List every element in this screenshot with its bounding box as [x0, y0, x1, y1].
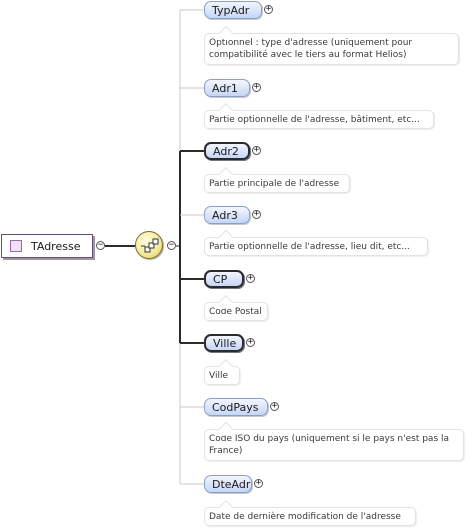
root-type-tadresse[interactable]: TAdresse [1, 234, 93, 258]
documentation-adr3: Partie optionnelle de l'adresse, lieu di… [204, 237, 428, 256]
documentation-ville: Ville [204, 366, 240, 385]
element-cp[interactable]: CP [204, 270, 244, 288]
element-label: DteAdr [212, 477, 251, 491]
expand-button-adr3[interactable]: + [252, 209, 261, 219]
root-collapse-button[interactable]: − [96, 240, 105, 250]
sequence-collapse-button[interactable]: − [167, 240, 176, 250]
expand-button-codpays[interactable]: + [270, 401, 279, 411]
element-label: TypAdr [212, 3, 250, 17]
expand-button-adr1[interactable]: + [252, 82, 261, 92]
expand-button-dteadr[interactable]: + [254, 478, 263, 488]
documentation-dteadr: Date de dernière modification de l'adres… [204, 507, 416, 526]
documentation-typadr: Optionnel : type d'adresse (uniquement p… [204, 33, 459, 65]
element-label: Adr1 [212, 81, 238, 95]
sequence-compositor-icon [141, 238, 159, 253]
expand-button-cp[interactable]: + [246, 273, 255, 283]
expand-button-adr2[interactable]: + [252, 145, 261, 155]
sequence-compositor[interactable] [135, 231, 163, 259]
element-label: CodPays [212, 400, 259, 414]
element-label: Adr3 [212, 208, 238, 222]
element-adr3[interactable]: Adr3 [204, 206, 250, 224]
documentation-codpays: Code ISO du pays (uniquement si le pays … [204, 429, 464, 461]
expand-button-ville[interactable]: + [246, 337, 255, 347]
documentation-adr2: Partie principale de l'adresse [204, 174, 350, 193]
root-type-label: TAdresse [31, 239, 81, 253]
element-dteadr[interactable]: DteAdr [204, 475, 252, 493]
element-typadr[interactable]: TypAdr [204, 1, 262, 19]
element-adr2[interactable]: Adr2 [204, 142, 250, 160]
element-ville[interactable]: Ville [204, 334, 244, 352]
element-adr1[interactable]: Adr1 [204, 79, 250, 97]
element-codpays[interactable]: CodPays [204, 398, 268, 416]
complex-type-icon [10, 240, 22, 252]
element-label: Ville [213, 336, 237, 350]
expand-button-typadr[interactable]: + [264, 4, 273, 14]
documentation-cp: Code Postal [204, 302, 268, 321]
element-label: Adr2 [213, 144, 239, 158]
documentation-adr1: Partie optionnelle de l'adresse, bâtimen… [204, 110, 434, 129]
element-label: CP [213, 272, 228, 286]
